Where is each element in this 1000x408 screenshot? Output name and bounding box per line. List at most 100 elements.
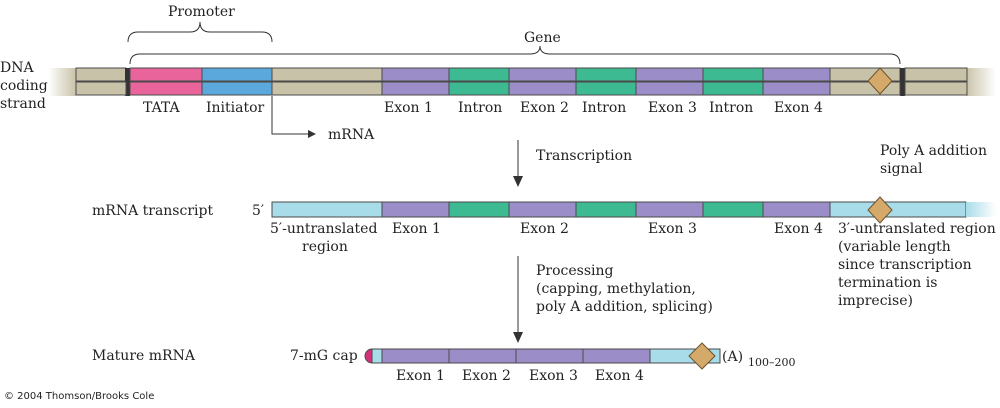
gene-brace [129,45,901,65]
dna-initiator [201,67,273,82]
exon4-label: Exon 4 [774,100,823,116]
intron3-label: Intron [709,100,753,116]
dna-exon2-b [508,81,577,96]
processing-label: Processing (capping, methylation, poly A… [536,263,713,315]
dna-exon2 [508,67,577,82]
processing-arrowhead [513,332,523,343]
promoter-brace [127,21,273,43]
dna-start-marker [125,68,130,96]
transcript-polya-signal-diamond [867,196,893,224]
intron2-label: Intron [582,100,626,116]
dna-exon3-b [635,81,704,96]
mature-mrna-label: Mature mRNA [92,348,196,364]
dna-end-marker [900,68,905,96]
mrna-start-arrow [271,96,310,135]
mrna-transcript [271,196,996,224]
mature-exon1 [381,348,450,364]
dna-5utr-b [271,81,383,96]
mrna-start-arrowhead [308,130,316,138]
five-prime-label: 5′ [252,203,264,219]
dna-label-line2: coding [0,78,48,94]
dna-exon4 [762,67,831,82]
transcript-exon1-label: Exon 1 [392,221,441,237]
dna-exon4-b [762,81,831,96]
polya-signal-label-line1: Poly A addition [880,143,987,159]
utr3-label-line4: termination is [838,275,937,291]
dna-exon1 [381,67,450,82]
promoter-label: Promoter [168,4,235,20]
dna-right-fade [966,68,996,96]
transcript-exon4-label: Exon 4 [774,221,823,237]
dna-strand [48,67,996,96]
gene-label: Gene [524,30,561,46]
polya-signal-label-line2: signal [880,161,923,177]
transcript-intron3 [702,201,764,218]
dna-flank-left-b [75,81,127,96]
dna-tata-box [129,67,203,82]
mrna-transcript-label: mRNA transcript [92,203,213,219]
dna-5utr [271,67,383,82]
dna-intron1-b [448,81,510,96]
copyright-notice: © 2004 Thomson/Brooks Cole [4,391,154,402]
transcript-exon1 [381,201,450,218]
dna-label-line1: DNA [0,60,34,76]
transcript-3utr [829,201,967,218]
mature-exon2 [448,348,517,364]
transcription-arrowhead [513,176,523,187]
processing-label-line2: (capping, methylation, [536,281,696,297]
utr3-label: 3′-untranslated region (variable length … [838,221,996,309]
exon2-label: Exon 2 [520,100,569,116]
transcript-exon4 [762,201,831,218]
initiator-label: Initiator [206,100,265,116]
intron1-label: Intron [458,100,502,116]
exon3-label: Exon 3 [648,100,697,116]
transcript-exon2-label: Exon 2 [520,221,569,237]
exon1-label: Exon 1 [384,100,433,116]
dna-flank-right-b [904,81,968,96]
dna-intron2-b [575,81,637,96]
dna-flank-right [904,67,968,82]
dna-intron1 [448,67,510,82]
transcript-exon3-label: Exon 3 [648,221,697,237]
dna-exon3 [635,67,704,82]
dna-tata-box-b [129,81,203,96]
transcript-tail-fade [966,202,996,217]
dna-intron3 [702,67,764,82]
transcript-intron1 [448,201,510,218]
transcript-exon3 [635,201,704,218]
mature-exon1-label: Exon 1 [396,368,445,384]
utr5-label-line2: region [302,239,348,255]
transcript-intron2 [575,201,637,218]
mature-5utr [371,348,383,364]
mature-exon2-label: Exon 2 [462,368,511,384]
mature-exon3 [515,348,584,364]
utr3-label-line3: since transcription [838,257,972,273]
transcript-5utr [271,201,383,218]
dna-exon1-b [381,81,450,96]
mature-exon4 [582,348,651,364]
processing-label-line1: Processing [536,263,614,279]
utr5-label-line1: 5′-untranslated [270,221,377,237]
utr3-label-line2: (variable length [838,239,951,255]
transcript-exon2 [508,201,577,218]
processing-label-line3: poly A addition, splicing) [536,299,713,315]
mature-polya-signal-diamond [688,342,716,370]
mature-exon3-label: Exon 3 [529,368,578,384]
dna-label: DNA coding strand [0,60,48,112]
tata-label: TATA [143,100,180,116]
dna-label-line3: strand [0,96,46,112]
dna-flank-left [75,67,127,82]
dna-intron2 [575,67,637,82]
mature-mrna [364,342,721,370]
mrna-arrow-label: mRNA [328,127,375,143]
dna-initiator-b [201,81,273,96]
polya-tail-label: (A) [722,349,743,365]
utr3-label-line1: 3′-untranslated region [838,221,996,237]
polya-length-label: 100–200 [748,356,796,369]
transcription-label: Transcription [536,148,632,164]
cap-label: 7-mG cap [290,348,358,364]
dna-left-fade [48,68,76,96]
dna-polya-signal-diamond [867,67,893,95]
